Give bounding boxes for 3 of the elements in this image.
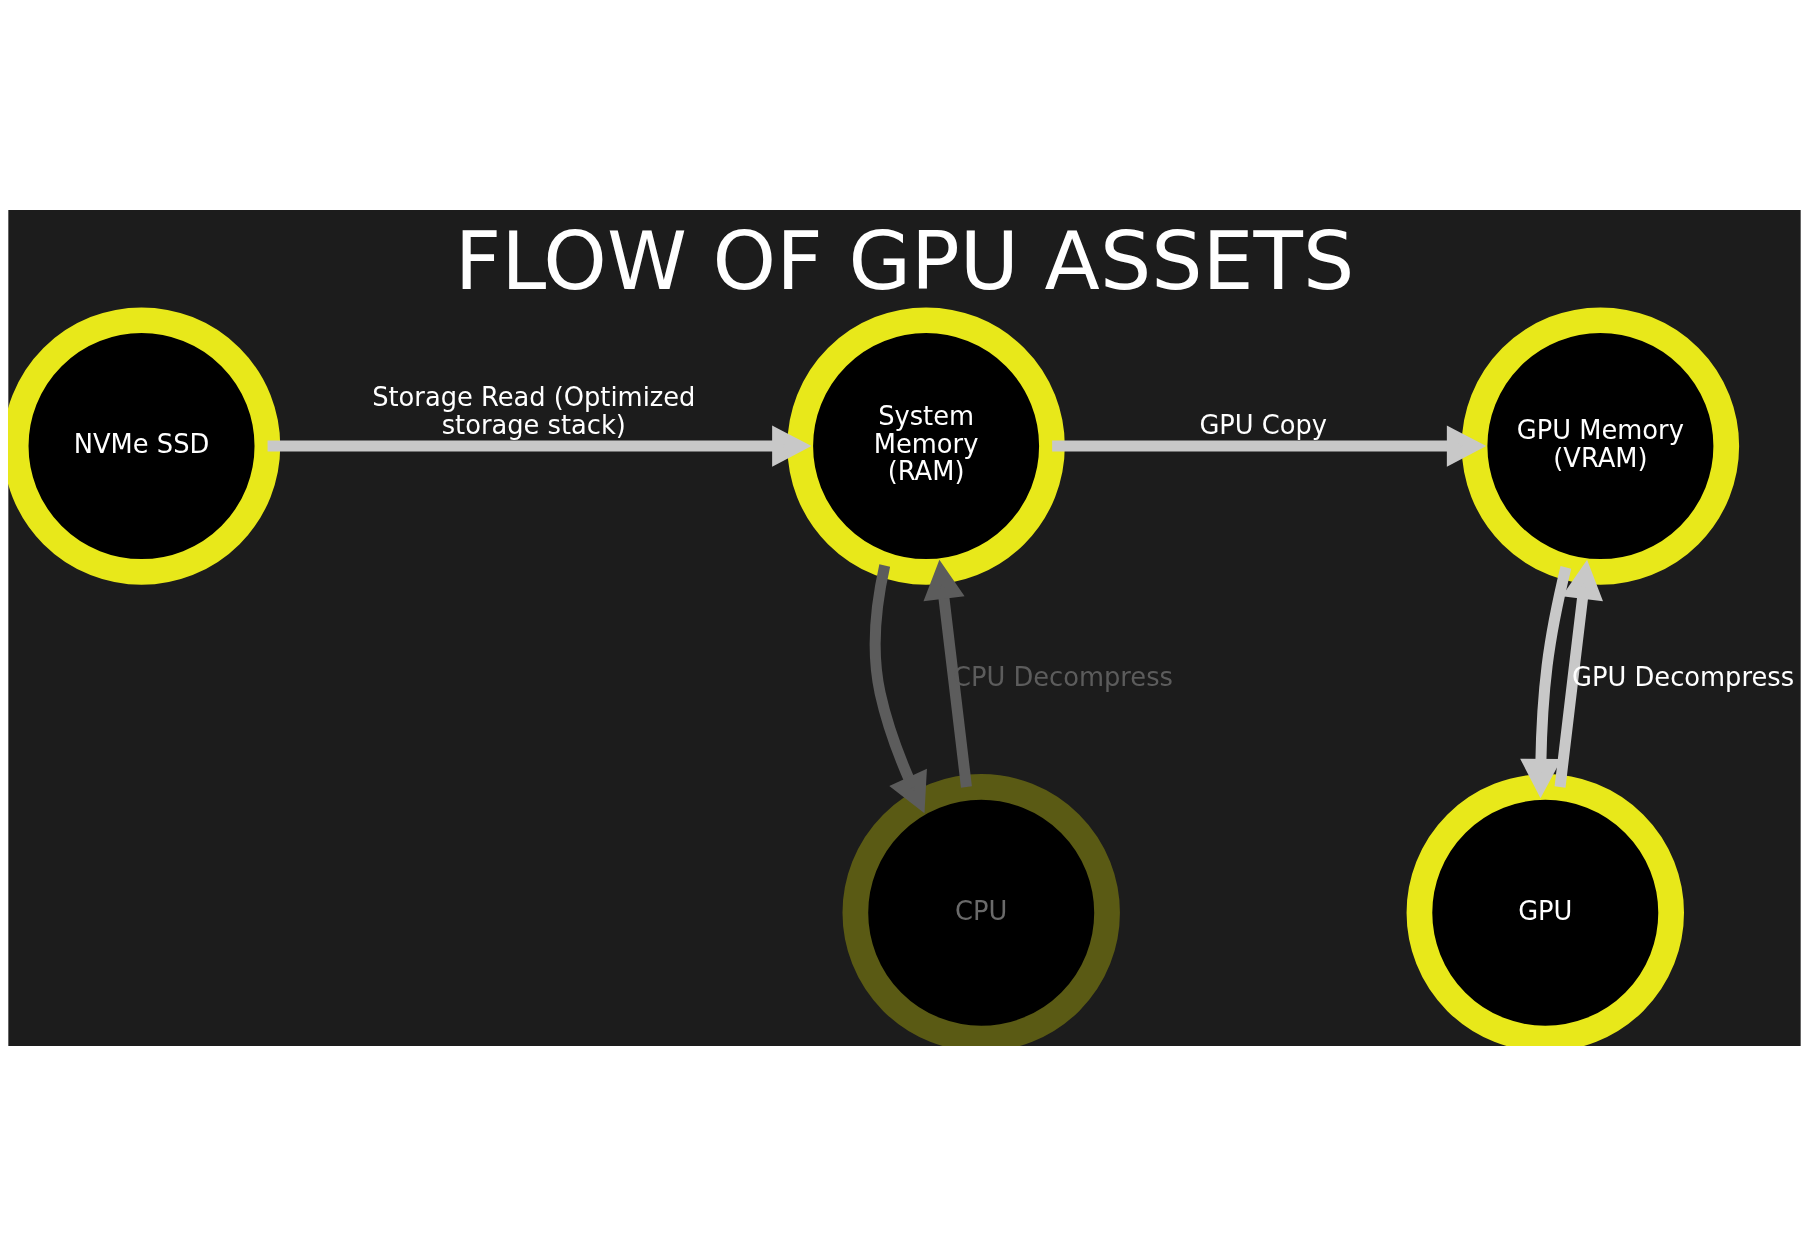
edge-label: GPU Copy: [1199, 409, 1328, 440]
diagram-title: FLOW OF GPU ASSETS: [454, 213, 1355, 308]
edge-label: Storage Read (Optimized storage stack): [372, 381, 696, 440]
